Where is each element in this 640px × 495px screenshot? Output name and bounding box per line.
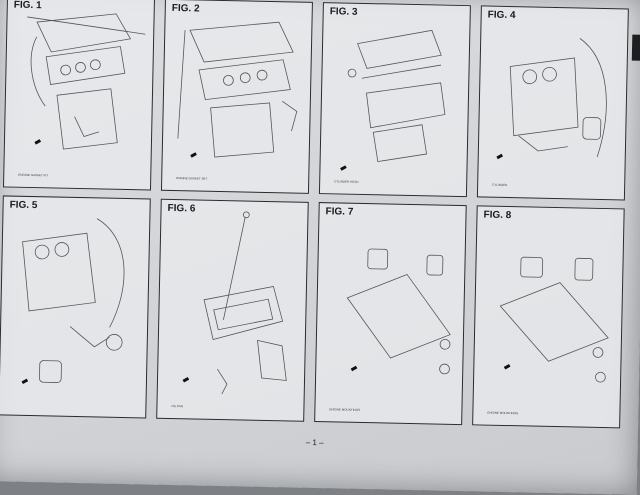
- figure-7-caption: ENGINE MOUNTINGS: [329, 407, 361, 412]
- figure-2-caption: ENGINE GASKET SET: [176, 176, 208, 181]
- figure-4-caption: CYLINDER: [492, 182, 508, 187]
- figure-5-diagram: [21, 218, 125, 385]
- figure-6-panel: FIG. 6 OIL PAN: [156, 198, 309, 422]
- figure-5-panel: FIG. 5: [0, 195, 151, 419]
- figure-2-diagram: [177, 21, 298, 158]
- figure-4-diagram: [496, 38, 607, 160]
- figure-8-panel: FIG. 8 ENGINE MOUNTINGS: [472, 205, 625, 429]
- figure-grid: FIG. 1 ENGINE GASKET KIT FIG. 2: [0, 0, 629, 429]
- figure-3-diagram: [340, 29, 446, 171]
- figure-1-panel: FIG. 1 ENGINE GASKET KIT: [2, 0, 155, 191]
- figure-4-panel: FIG. 4 CYLINDER: [476, 5, 629, 201]
- figure-2-panel: FIG. 2 ENGINE GASKET SET: [160, 0, 313, 194]
- figure-6-diagram: [182, 211, 287, 395]
- figure-8-caption: ENGINE MOUNTINGS: [487, 410, 519, 416]
- figure-6-caption: OIL PAN: [171, 404, 184, 409]
- figure-7-panel: FIG. 7 ENGINE MOUNTINGS: [314, 202, 467, 426]
- figure-1-diagram: [27, 13, 146, 150]
- page-number: – 1 –: [305, 437, 324, 448]
- figure-8-diagram: [499, 256, 609, 383]
- figure-7-diagram: [346, 248, 451, 375]
- figure-3-panel: FIG. 3 CYLINDER HEAD: [318, 2, 471, 198]
- figure-1-caption: ENGINE GASKET KIT: [18, 172, 49, 178]
- figure-3-caption: CYLINDER HEAD: [334, 179, 359, 184]
